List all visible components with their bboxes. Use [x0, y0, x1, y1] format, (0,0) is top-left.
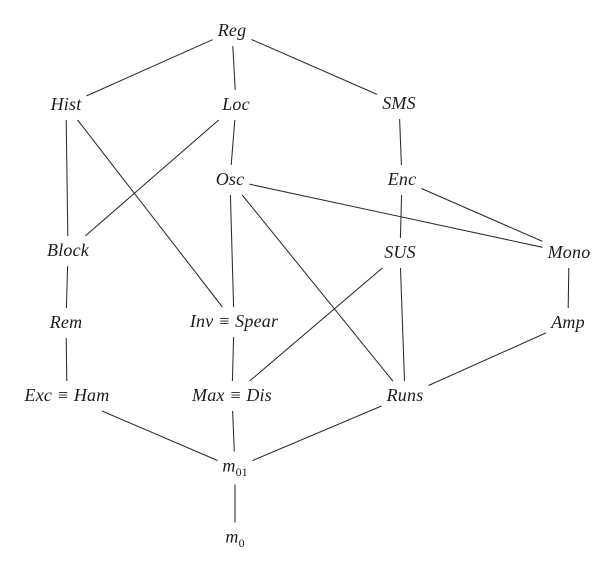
node-block: Block	[47, 240, 89, 261]
edge-inv-spear-max-dis	[231, 336, 235, 382]
edge-block-rem	[65, 265, 69, 309]
node-label: Block	[47, 240, 89, 261]
node-label: Reg	[217, 20, 247, 41]
edge-loc-osc	[230, 119, 236, 166]
edge-sus-max-dis	[249, 267, 383, 382]
edge-max-dis-m01	[232, 410, 235, 452]
node-label: SMS	[382, 93, 416, 114]
node-label: Inv ≡ Spear	[189, 311, 279, 332]
node-loc: Loc	[222, 94, 250, 115]
node-sms: SMS	[382, 93, 416, 114]
edge-reg-sms	[251, 39, 378, 95]
node-hist: Hist	[50, 94, 82, 115]
edge-sms-enc	[399, 118, 402, 166]
edge-mono-amp	[567, 267, 570, 309]
node-sublabel: 01	[235, 465, 248, 480]
node-sublabel: 0	[238, 536, 245, 551]
node-max-dis: Max ≡ Dis	[192, 385, 272, 406]
node-label: Loc	[222, 94, 250, 115]
node-label: Runs	[386, 385, 424, 406]
node-exc-ham: Exc ≡ Ham	[24, 385, 110, 406]
node-label: Hist	[50, 94, 82, 115]
node-reg: Reg	[217, 20, 247, 41]
edge-enc-sus	[399, 194, 403, 239]
node-label: Max ≡ Dis	[192, 385, 272, 406]
node-label: m	[222, 455, 236, 476]
node-label: Osc	[215, 169, 245, 190]
edge-runs-m01	[252, 405, 382, 462]
edge-enc-mono	[421, 188, 543, 242]
node-label: SUS	[384, 242, 416, 263]
edge-hist-block	[65, 119, 69, 237]
node-m01: m01	[222, 455, 248, 480]
node-label: Rem	[49, 312, 83, 333]
edge-exc-ham-m01	[101, 410, 218, 461]
edge-hist-inv-spear	[77, 119, 223, 308]
edge-sus-runs	[399, 267, 406, 382]
node-mono: Mono	[547, 242, 591, 263]
node-osc: Osc	[215, 169, 245, 190]
edge-rem-exc-ham	[65, 337, 68, 382]
node-label: Enc	[387, 169, 417, 190]
edge-reg-hist	[86, 39, 213, 97]
node-label: Mono	[547, 242, 591, 263]
edge-loc-block	[84, 119, 220, 237]
node-label: m	[225, 526, 239, 547]
node-runs: Runs	[386, 385, 424, 406]
node-label: Amp	[551, 312, 585, 333]
node-amp: Amp	[551, 312, 585, 333]
edge-osc-runs	[241, 194, 394, 382]
edge-reg-loc	[232, 45, 236, 91]
node-rem: Rem	[49, 312, 83, 333]
node-enc: Enc	[387, 169, 417, 190]
node-m0: m0	[225, 526, 245, 551]
edge-osc-inv-spear	[229, 194, 235, 308]
node-inv-spear: Inv ≡ Spear	[189, 311, 279, 332]
edge-osc-mono	[249, 183, 543, 248]
node-label: Exc ≡ Ham	[24, 385, 110, 406]
edge-amp-runs	[428, 332, 547, 386]
node-sus: SUS	[384, 242, 416, 263]
